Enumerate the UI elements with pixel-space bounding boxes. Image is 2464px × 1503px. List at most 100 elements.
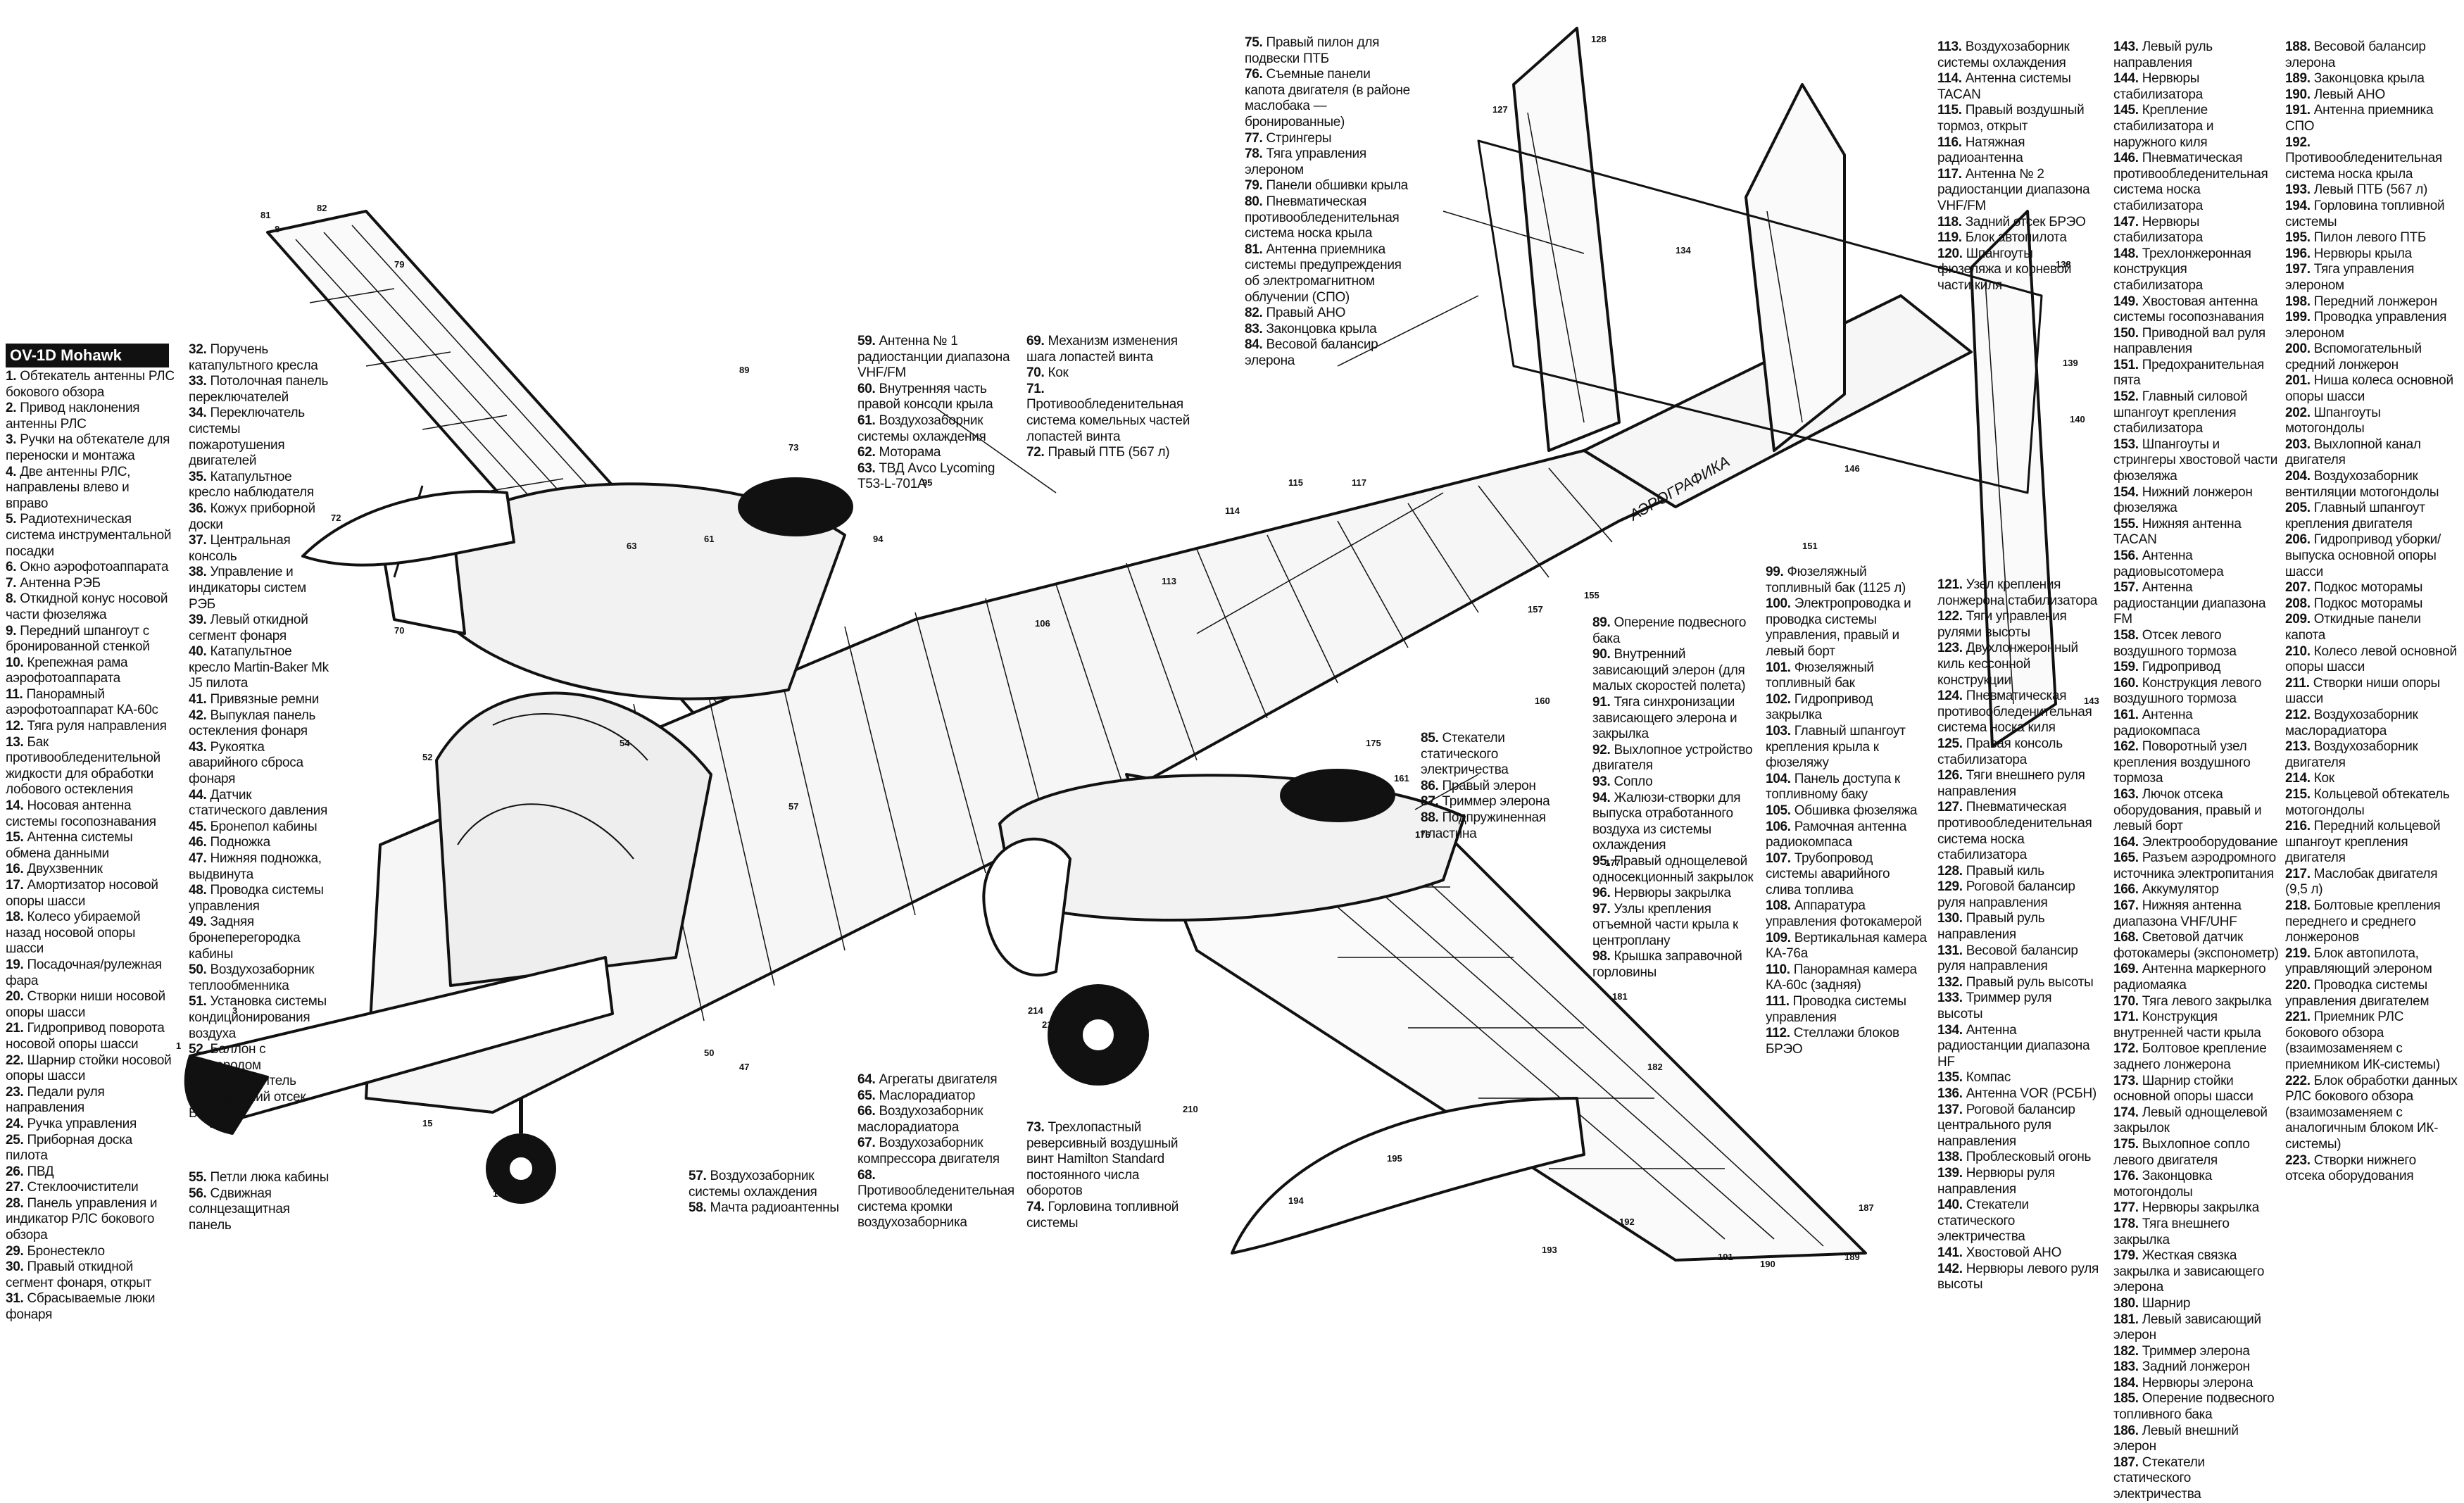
legend-item-label: Передний отсек БРЭО <box>189 1089 306 1121</box>
legend-item-number: 79. <box>1245 178 1266 194</box>
legend-item-number: 85. <box>1421 731 1442 746</box>
legend-item-label: Установка системы кондиционирования возд… <box>189 994 327 1041</box>
legend-item-label: Стекатели статического электричества <box>1421 731 1509 778</box>
legend-item-number: 66. <box>857 1104 879 1119</box>
legend-item-label: Кок <box>1048 365 1069 381</box>
legend-item-label: Воздухозаборник компрессора двигателя <box>857 1136 1000 1166</box>
callout-number: 8 <box>275 224 279 234</box>
legend-item: 80. Пневматическая противообледенительна… <box>1245 194 1414 242</box>
legend-item-label: Весовой балансир элерона <box>1245 337 1378 368</box>
legend-item-number: 75. <box>1245 35 1266 50</box>
legend-item: 161. Антенна радиокомпаса <box>2113 708 2279 739</box>
legend-item: 40. Катапультное кресло Martin-Baker Mk … <box>189 644 329 692</box>
legend-item-label: Откидные панели капота <box>2285 612 2421 643</box>
legend-item-label: Аппаратура управления фотокамерой <box>1766 898 1922 930</box>
legend-item: 202. Шпангоуты мотогондолы <box>2285 405 2458 437</box>
legend-item-number: 49. <box>189 914 210 930</box>
legend-item: 141. Хвостовой АНО <box>1937 1245 2099 1262</box>
legend-item: 144. Нервюры стабилизатора <box>2113 71 2279 103</box>
legend-item: 129. Роговой балансир руля направления <box>1937 879 2099 911</box>
legend-item-label: Нервюры закрылка <box>1614 886 1731 901</box>
legend-item: 148. Трехлонжеронная конструкция стабили… <box>2113 246 2279 294</box>
legend-item-number: 130. <box>1937 911 1966 926</box>
legend-item-label: Передний кольцевой шпангоут крепления дв… <box>2285 819 2441 866</box>
legend-item-number: 51. <box>189 994 210 1010</box>
legend-item-label: Правый ПТБ (567 л) <box>1048 445 1170 460</box>
legend-item-number: 86. <box>1421 778 1442 793</box>
legend-item-label: Подножка <box>210 835 271 850</box>
legend-item: 216. Передний кольцевой шпангоут креплен… <box>2285 819 2458 867</box>
legend-item-number: 150. <box>2113 325 2142 341</box>
legend-item-number: 8. <box>6 591 20 607</box>
legend-item-label: Крепежная рама аэрофотоаппарата <box>6 655 128 686</box>
legend-item-number: 111. <box>1766 994 1793 1010</box>
legend-item: 54. Передний отсек БРЭО <box>189 1090 329 1121</box>
legend-item-number: 69. <box>1026 334 1048 348</box>
callout-number: 155 <box>1584 590 1599 600</box>
legend-item-label: Потолочная панель переключателей <box>189 374 329 405</box>
legend-item-number: 210. <box>2285 643 2314 659</box>
legend-item-number: 122. <box>1937 609 1966 624</box>
legend-item: 55. Петли люка кабины <box>189 1170 329 1186</box>
legend-item: 33. Потолочная панель переключателей <box>189 374 329 405</box>
callout-number: 115 <box>1288 477 1303 488</box>
legend-item: 66. Воздухозаборник маслорадиатора <box>857 1104 1019 1136</box>
callout-number: 181 <box>1612 991 1628 1002</box>
legend-item: 53. Огнетушитель <box>189 1074 329 1090</box>
legend-item-label: Шпангоуты мотогондолы <box>2285 405 2381 436</box>
legend-item-label: Агрегаты двигателя <box>879 1072 998 1087</box>
legend-item: 31. Сбрасываемые люки фонаря <box>6 1291 175 1323</box>
legend-item: 134. Антенна радиостанции диапазона HF <box>1937 1023 2099 1071</box>
legend-item-number: 34. <box>189 405 210 421</box>
legend-item-number: 50. <box>189 962 210 978</box>
legend-item-number: 222. <box>2285 1073 2314 1088</box>
legend-item-number: 143. <box>2113 39 2142 54</box>
legend-item-label: Шарнир <box>2142 1295 2191 1311</box>
legend-item: 90. Внутренний зависающий элерон (для ма… <box>1592 647 1754 695</box>
legend-item-number: 96. <box>1592 886 1614 901</box>
legend-item-number: 12. <box>6 719 27 734</box>
legend-item: 167. Нижняя антенна диапазона VHF/UHF <box>2113 898 2279 930</box>
legend-item-number: 151. <box>2113 357 2142 372</box>
legend-item-number: 132. <box>1937 974 1966 990</box>
legend-item-number: 54. <box>189 1089 210 1105</box>
callout-number: 192 <box>1619 1216 1635 1227</box>
legend-item-number: 15. <box>6 830 27 845</box>
legend-item: 9. Передний шпангоут с бронированной сте… <box>6 624 175 655</box>
legend-item: 107. Трубопровод системы аварийного слив… <box>1766 851 1928 899</box>
legend-item-number: 98. <box>1592 949 1614 964</box>
legend-item: 195. Пилон левого ПТБ <box>2285 230 2458 246</box>
legend-item-label: Фюзеляжный топливный бак (1125 л) <box>1766 565 1906 596</box>
legend-item-number: 142. <box>1937 1261 1966 1276</box>
legend-item-label: Антенна радиостанции диапазона HF <box>1937 1022 2090 1069</box>
legend-item-number: 176. <box>2113 1169 2142 1184</box>
legend-item: 70. Кок <box>1026 365 1195 382</box>
legend-item: 177. Нервюры закрылка <box>2113 1200 2279 1216</box>
legend-item-number: 40. <box>189 644 210 660</box>
legend-item: 120. Шпангоуты фюзеляжа и корневой части… <box>1937 246 2099 294</box>
legend-item: 18. Колесо убираемой назад носовой опоры… <box>6 910 175 957</box>
legend-item: 199. Проводка управления элероном <box>2285 310 2458 341</box>
callout-number: 212 <box>1042 1019 1057 1030</box>
left-spinner <box>982 837 1071 977</box>
legend-item-label: Предохранительная пята <box>2113 357 2264 389</box>
legend-column-14: 121. Узел крепления лонжерона стабилизат… <box>1937 577 2099 1293</box>
legend-item-label: Колесо левой основной опоры шасси <box>2285 643 2457 675</box>
legend-item-label: Подпружиненная пластина <box>1421 810 1546 841</box>
callout-number: 61 <box>704 534 714 544</box>
legend-item-label: Выпуклая панель остекления фонаря <box>189 708 316 739</box>
legend-item-label: Воздухозаборник теплообменника <box>189 962 315 993</box>
legend-item-number: 121. <box>1937 577 1966 592</box>
legend-item: 74. Горловина топливной системы <box>1026 1200 1188 1231</box>
legend-item-number: 99. <box>1766 565 1787 579</box>
legend-item-number: 157. <box>2113 580 2142 596</box>
legend-item-number: 207. <box>2285 580 2314 596</box>
legend-item-label: Триммер элерона <box>1442 794 1550 810</box>
legend-item-label: Внутренняя часть правой консоли крыла <box>857 381 993 413</box>
legend-item: 160. Конструкция левого воздушного тормо… <box>2113 676 2279 708</box>
legend-item-label: Шарнир стойки основной опоры шасси <box>2113 1073 2254 1105</box>
horizontal-stabilizer <box>1477 139 2043 494</box>
legend-column-10: 85. Стекатели статического электричества… <box>1421 731 1583 842</box>
legend-item-number: 46. <box>189 835 210 850</box>
